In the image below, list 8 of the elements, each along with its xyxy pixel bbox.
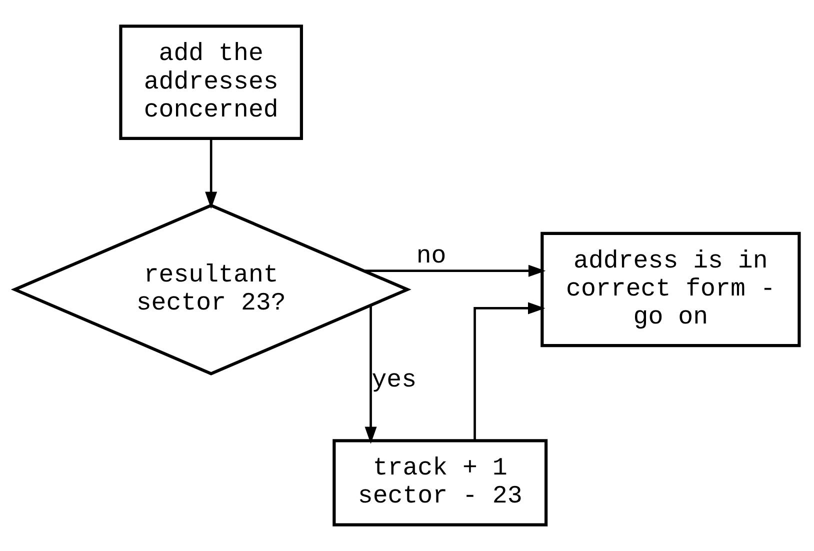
node-box: add the addresses concerned: [119, 24, 303, 140]
node-box: address is in correct form - go on: [540, 232, 801, 348]
arrow: [364, 264, 546, 277]
node-box: track + 1 sector - 23: [332, 439, 548, 526]
edge-label: no: [416, 242, 446, 271]
arrow: [205, 138, 218, 209]
arrow: [364, 305, 377, 444]
arrow: [474, 302, 546, 440]
